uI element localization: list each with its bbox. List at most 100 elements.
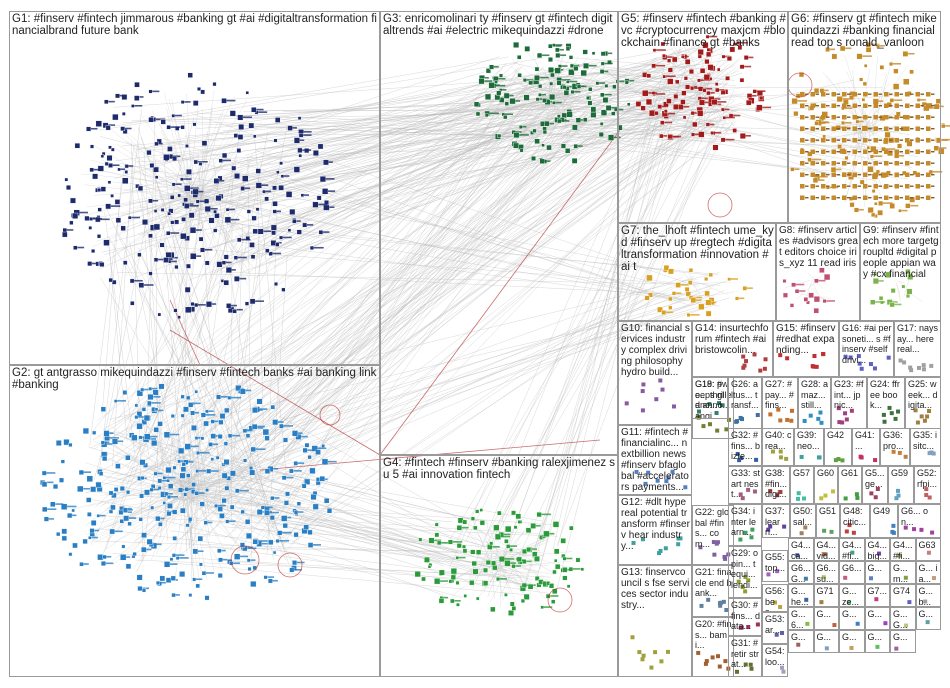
- node-label: [105, 562, 114, 565]
- node-label: [79, 211, 88, 214]
- node: [624, 80, 629, 85]
- group-panel-g84: G...: [839, 630, 865, 653]
- node-label: [152, 199, 159, 202]
- edge: [536, 106, 677, 577]
- edge: [845, 133, 861, 203]
- edge: [195, 488, 277, 534]
- node-label: [274, 497, 280, 499]
- node-label: [99, 514, 106, 517]
- group-panel-g60: G60: [814, 466, 838, 504]
- node: [505, 525, 512, 533]
- node: [108, 490, 114, 496]
- edge: [447, 555, 505, 582]
- edge: [474, 93, 700, 579]
- node-label: [296, 561, 305, 564]
- edge: [92, 242, 253, 431]
- node-label: [301, 435, 308, 438]
- node: [470, 549, 476, 555]
- node: [158, 522, 163, 527]
- node-label: [577, 145, 583, 147]
- node: [61, 528, 68, 535]
- node-label: [273, 467, 279, 470]
- node: [245, 90, 249, 95]
- node: [154, 407, 159, 412]
- edge: [551, 54, 565, 99]
- node-label: [257, 409, 263, 411]
- edge: [195, 483, 223, 520]
- group-label: G25: week... digita...: [908, 379, 938, 410]
- node: [568, 69, 575, 76]
- node: [72, 542, 78, 549]
- edge: [497, 104, 550, 123]
- edge: [222, 271, 711, 297]
- node: [148, 116, 154, 123]
- node-label: [55, 503, 64, 505]
- group-label: G48: citic...: [843, 506, 867, 527]
- node: [235, 385, 242, 392]
- edge: [197, 479, 262, 484]
- edge: [204, 188, 297, 209]
- group-label: G4... #fi...: [842, 540, 865, 561]
- node-label: [170, 232, 180, 234]
- node: [497, 133, 502, 138]
- edge: [134, 404, 189, 494]
- node-label: [552, 45, 562, 47]
- node-label: [287, 516, 292, 519]
- node-label: [195, 229, 202, 231]
- edge: [203, 197, 274, 212]
- node-label: [198, 304, 206, 306]
- edge: [154, 202, 204, 267]
- edge: [182, 115, 197, 194]
- node: [157, 421, 163, 427]
- node: [264, 435, 270, 441]
- node: [544, 120, 550, 127]
- node: [119, 486, 125, 491]
- edge: [191, 187, 295, 223]
- node-label: [114, 530, 123, 533]
- node: [504, 539, 509, 544]
- edge: [84, 491, 193, 495]
- node-label: [573, 64, 580, 67]
- node: [246, 558, 251, 563]
- edge: [201, 185, 252, 277]
- group-panel-g16: G16: #ai personeti... s #finserv #selfdr…: [839, 321, 894, 377]
- edge: [77, 187, 200, 218]
- edge: [650, 79, 695, 100]
- node-label: [226, 99, 236, 102]
- node: [571, 157, 578, 164]
- node: [201, 140, 208, 147]
- group-label: G40: crea...: [765, 430, 792, 451]
- node: [217, 434, 223, 439]
- edge: [263, 495, 441, 548]
- node-label: [169, 563, 178, 565]
- node: [265, 248, 270, 253]
- node: [667, 58, 672, 63]
- node: [582, 49, 588, 55]
- node: [600, 51, 606, 57]
- node: [146, 149, 152, 156]
- node: [136, 390, 144, 397]
- node-label: [494, 84, 500, 86]
- edge: [114, 56, 509, 127]
- group-panel-g1: G1: #finserv #fintech jimmarous #banking…: [9, 11, 380, 365]
- node: [138, 517, 143, 522]
- node: [188, 593, 193, 597]
- node-label: [117, 400, 126, 402]
- group-panel-g24: G24: ffree book...: [867, 377, 905, 429]
- edge: [237, 72, 596, 553]
- node-label: [198, 470, 207, 472]
- edge: [185, 201, 241, 289]
- node: [285, 191, 293, 198]
- group-panel-g46: G4... big...: [864, 538, 890, 561]
- node: [154, 175, 159, 180]
- node: [523, 593, 530, 600]
- node-label: [110, 205, 121, 207]
- node: [159, 242, 165, 248]
- node: [119, 519, 124, 524]
- node-label: [210, 207, 218, 210]
- node: [310, 493, 317, 501]
- node-label: [194, 402, 201, 405]
- group-label: G61: [841, 468, 859, 478]
- node: [264, 196, 269, 202]
- node: [121, 94, 128, 100]
